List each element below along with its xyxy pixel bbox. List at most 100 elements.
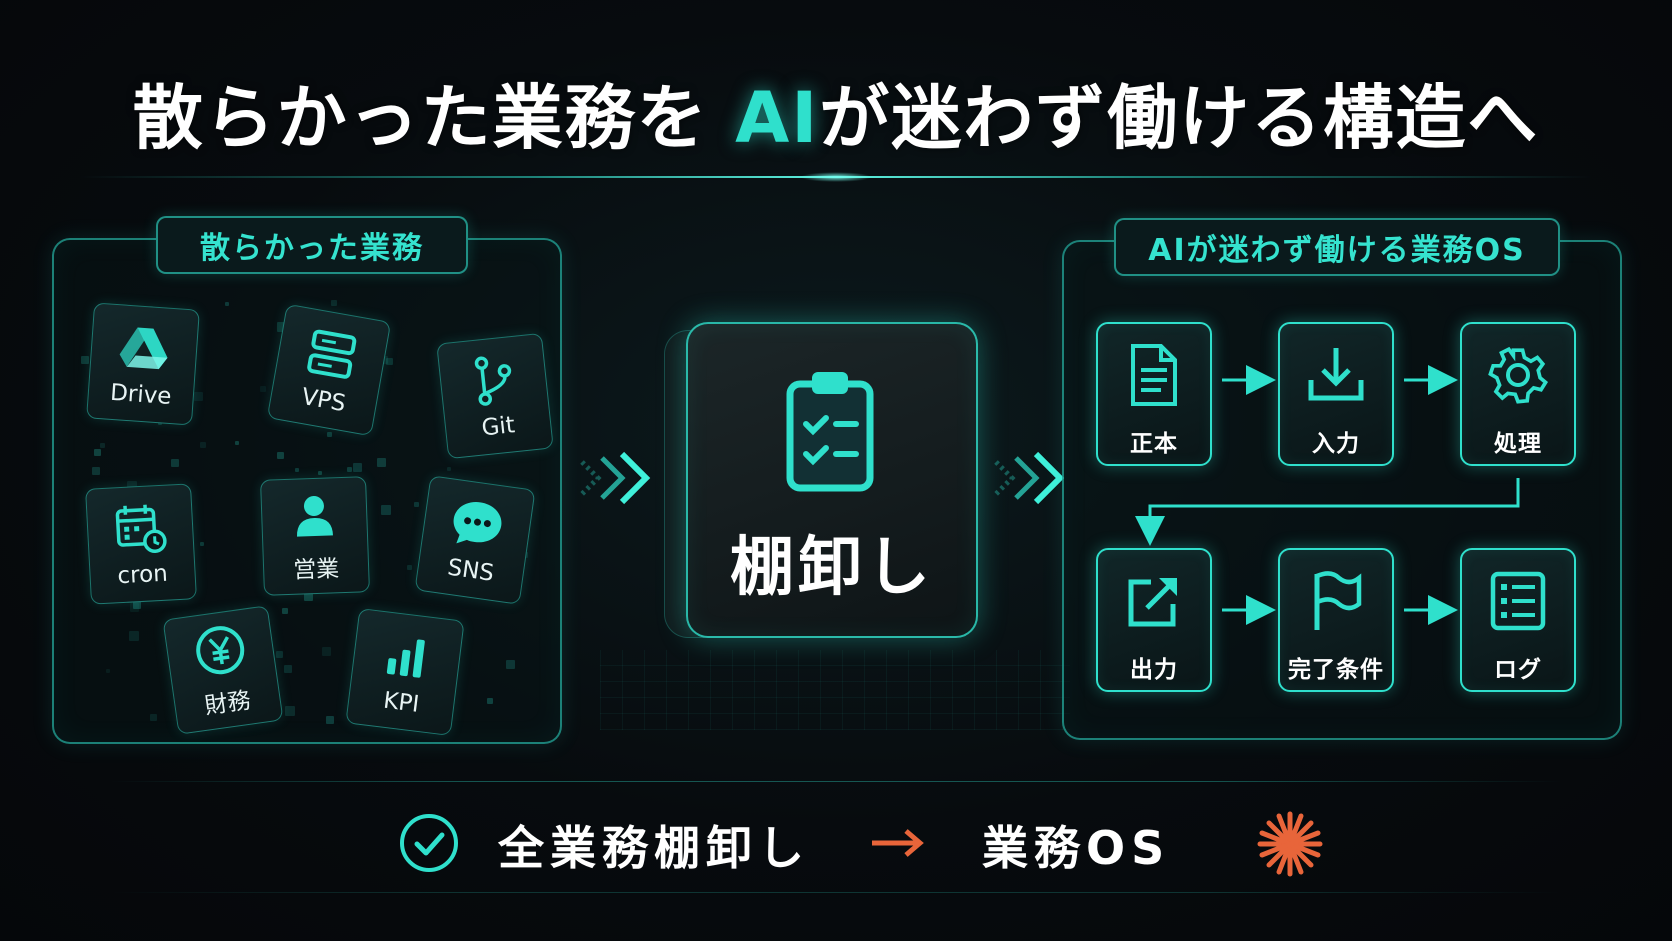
- scatter-dot: [322, 647, 332, 657]
- scattered-tasks-tag: 散らかった業務: [156, 216, 468, 274]
- bottom-text-business-os: 業務OS: [982, 821, 1171, 875]
- scatter-dot: [94, 448, 102, 456]
- step-input: 入力: [1278, 322, 1394, 466]
- chevron-arrows-icon: [580, 451, 651, 505]
- step-label: 出力: [1130, 657, 1178, 683]
- scatter-dot: [235, 440, 240, 445]
- tile-label: cron: [116, 560, 169, 590]
- scatter-dot: [326, 715, 335, 724]
- scatter-dot: [171, 459, 180, 468]
- tile-sns: SNS: [414, 475, 536, 605]
- tile-label: 財務: [203, 687, 253, 720]
- scatter-dot: [276, 452, 284, 460]
- clipboard-checklist-icon: [786, 372, 874, 492]
- step-source-of-truth: 正本: [1096, 322, 1212, 466]
- scatter-dot: [505, 659, 515, 669]
- flow-connectors: [1135, 365, 1520, 625]
- flag-icon: [1314, 571, 1362, 630]
- scatter-dot: [132, 601, 141, 610]
- scatter-dot: [225, 301, 230, 306]
- tile-label: KPI: [381, 687, 421, 718]
- chevron-arrows-icon: [994, 451, 1065, 505]
- return-arrow-icon: [1135, 478, 1520, 546]
- tile-label: Git: [480, 412, 517, 442]
- business-os-tag: AIが迷わず働ける業務OS: [1114, 218, 1560, 276]
- title-text-after: が迷わず働ける構造へ: [819, 77, 1540, 159]
- document-icon: [1131, 344, 1177, 406]
- scatter-dot: [303, 592, 313, 602]
- scatter-dot: [106, 668, 111, 673]
- scatter-dot: [129, 603, 139, 613]
- title-divider-glow: [800, 172, 872, 182]
- arrow-right-icon: [872, 829, 924, 857]
- bottom-divider-top: [110, 781, 1562, 782]
- scatter-dot: [81, 356, 90, 365]
- scatter-dot: [92, 467, 101, 476]
- scatter-dot: [447, 467, 452, 472]
- calendar-clock-icon: [115, 504, 167, 554]
- floor-grid: [600, 650, 1070, 730]
- step-log: ログ: [1460, 548, 1576, 692]
- scatter-dot: [381, 504, 392, 515]
- step-process: 処理: [1460, 322, 1576, 466]
- tile-sales: 営業: [260, 476, 370, 596]
- scatter-dot: [282, 607, 289, 614]
- tile-cron: cron: [85, 483, 197, 605]
- git-branch-icon: [474, 356, 512, 406]
- bar-chart-icon: [386, 639, 425, 678]
- scatter-dot: [376, 458, 386, 468]
- tile-label: 営業: [292, 556, 340, 584]
- tile-git: Git: [436, 332, 554, 460]
- scatter-dot: [353, 462, 363, 472]
- sparkle-icon: [1257, 811, 1323, 877]
- chat-bubble-icon: [453, 502, 502, 544]
- google-drive-icon: [119, 327, 168, 370]
- step-label: ログ: [1494, 657, 1542, 683]
- tile-label: SNS: [445, 554, 496, 587]
- scatter-dot: [199, 441, 206, 448]
- scatter-dot: [414, 501, 420, 507]
- tile-finance: 財務: [162, 605, 284, 735]
- tile-drive: Drive: [86, 302, 200, 426]
- step-label: 正本: [1130, 431, 1178, 457]
- step-label: 完了条件: [1288, 657, 1384, 683]
- bottom-text-inventory: 全業務棚卸し: [498, 821, 810, 875]
- scatter-dot: [199, 541, 204, 546]
- bottom-divider-bottom: [110, 892, 1562, 893]
- title-text-before: 散らかった業務を: [132, 77, 736, 159]
- list-document-icon: [1490, 571, 1546, 631]
- server-icon: [307, 329, 357, 379]
- scatter-dot: [100, 442, 106, 448]
- step-output: 出力: [1096, 548, 1212, 692]
- title-ai-highlight: AI: [735, 77, 820, 159]
- scatter-dot: [194, 391, 204, 401]
- scatter-dot: [128, 631, 139, 642]
- scatter-dot: [327, 432, 333, 438]
- scatter-dot: [260, 385, 267, 392]
- export-icon: [1128, 578, 1177, 627]
- scatter-dot: [285, 705, 296, 716]
- scatter-dot: [294, 468, 299, 473]
- yen-coin-icon: [196, 626, 245, 675]
- user-icon: [297, 496, 333, 537]
- tile-kpi: KPI: [345, 607, 465, 737]
- scatter-dot: [347, 466, 353, 472]
- page-title: 散らかった業務を AIが迷わず働ける構造へ: [0, 62, 1672, 163]
- check-circle-icon: [400, 814, 458, 872]
- inventory-label: 棚卸し: [730, 531, 934, 605]
- scatter-dot: [486, 697, 493, 704]
- tile-label: VPS: [299, 383, 348, 418]
- scatter-dot: [330, 300, 337, 307]
- step-completion-criteria: 完了条件: [1278, 548, 1394, 692]
- scatter-dot: [150, 713, 158, 721]
- step-label: 処理: [1494, 431, 1542, 457]
- gear-icon: [1488, 346, 1549, 404]
- tile-vps: VPS: [266, 303, 392, 437]
- step-label: 入力: [1312, 431, 1360, 457]
- scatter-dot: [318, 471, 323, 476]
- tile-label: Drive: [109, 379, 173, 411]
- scatter-dot: [385, 357, 393, 365]
- download-icon: [1308, 348, 1364, 401]
- scatter-dot: [406, 564, 412, 570]
